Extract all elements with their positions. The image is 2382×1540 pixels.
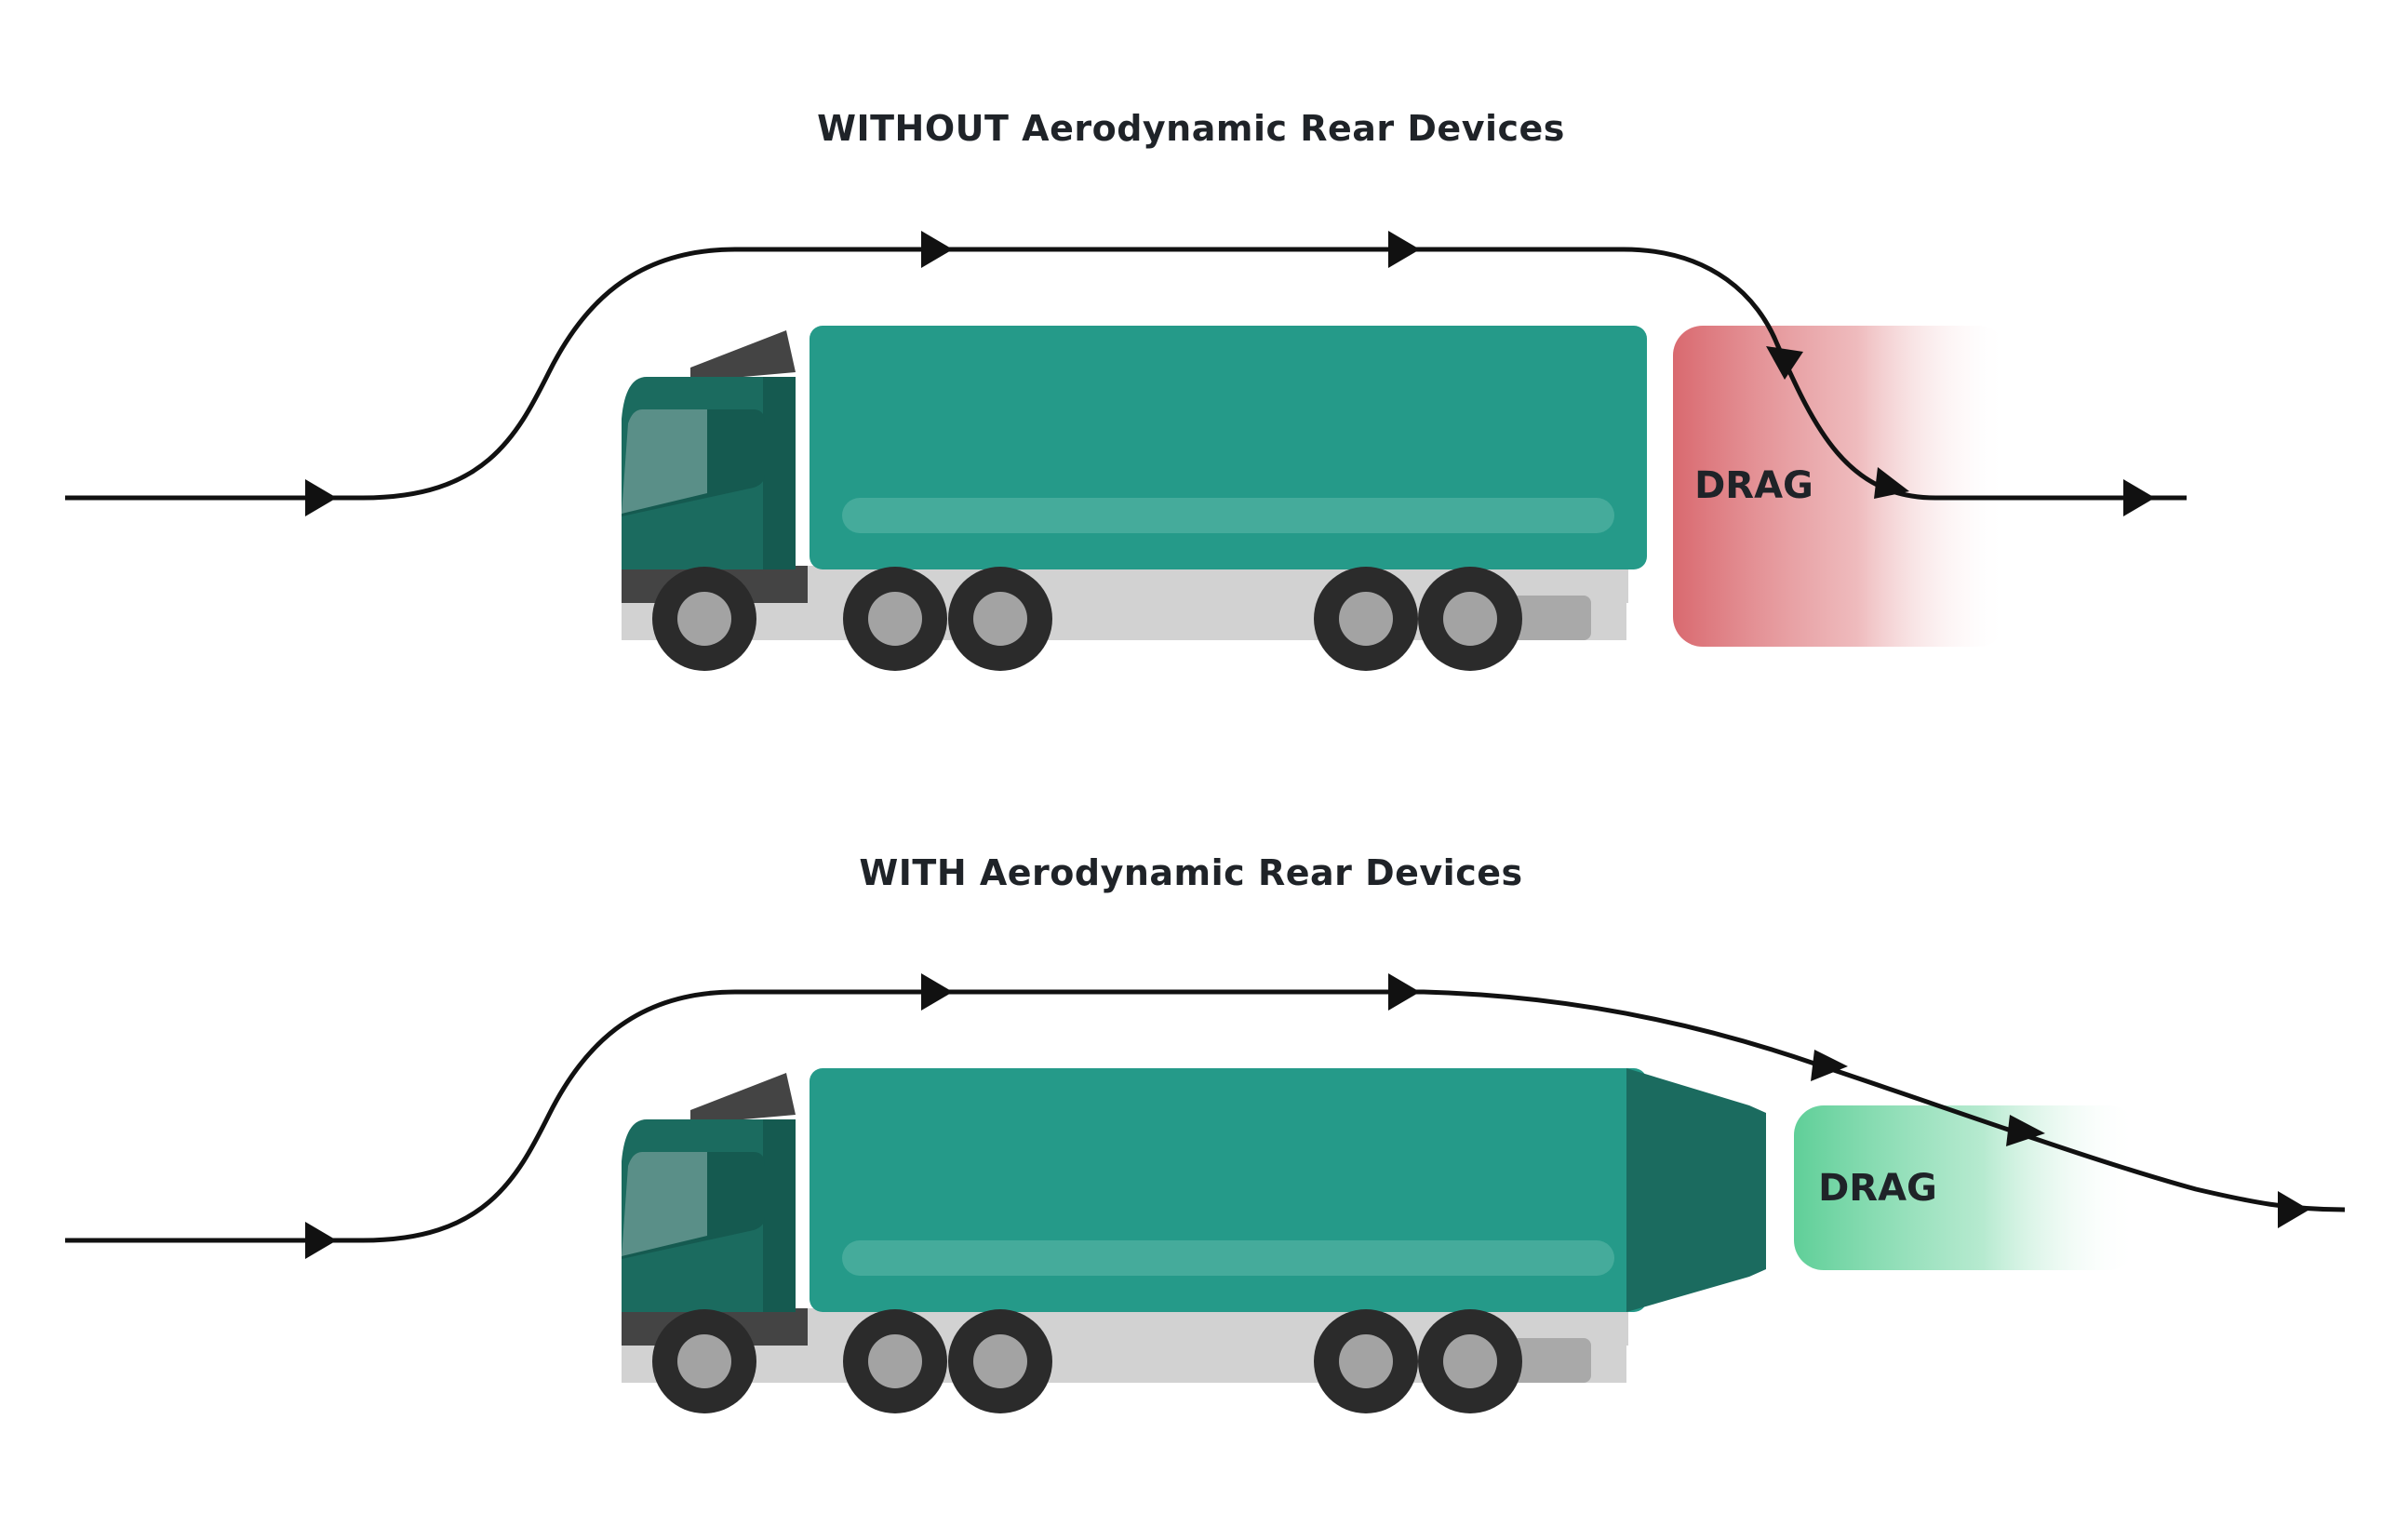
arrow-icon bbox=[1874, 467, 1909, 499]
arrow-icon bbox=[2278, 1191, 2309, 1228]
truck-without-device bbox=[622, 326, 1647, 671]
arrow-icon bbox=[1811, 1050, 1848, 1081]
rear-device bbox=[1626, 1068, 1766, 1312]
arrow-icon bbox=[2006, 1115, 2045, 1146]
panel-title-without: WITHOUT Aerodynamic Rear Devices bbox=[817, 108, 1565, 149]
arrow-icon bbox=[1766, 346, 1803, 380]
truck-with-device bbox=[622, 1068, 1647, 1413]
arrow-icon bbox=[2123, 479, 2155, 516]
drag-label-large: DRAG bbox=[1694, 464, 1813, 507]
arrow-icon bbox=[921, 231, 953, 268]
panel-title-with: WITH Aerodynamic Rear Devices bbox=[859, 852, 1523, 893]
arrow-icon bbox=[1388, 231, 1420, 268]
arrow-icon bbox=[305, 1222, 337, 1259]
drag-zone-large bbox=[1673, 326, 2008, 647]
drag-label-small: DRAG bbox=[1818, 1167, 1937, 1210]
arrow-icon bbox=[305, 479, 337, 516]
airflow-arrows-bottom bbox=[305, 973, 2309, 1259]
arrow-icon bbox=[921, 973, 953, 1011]
arrow-icon bbox=[1388, 973, 1420, 1011]
airflow-line-top bbox=[65, 247, 2187, 501]
airflow-line-bottom bbox=[65, 989, 2346, 1243]
airflow-arrows-top bbox=[305, 231, 2155, 516]
